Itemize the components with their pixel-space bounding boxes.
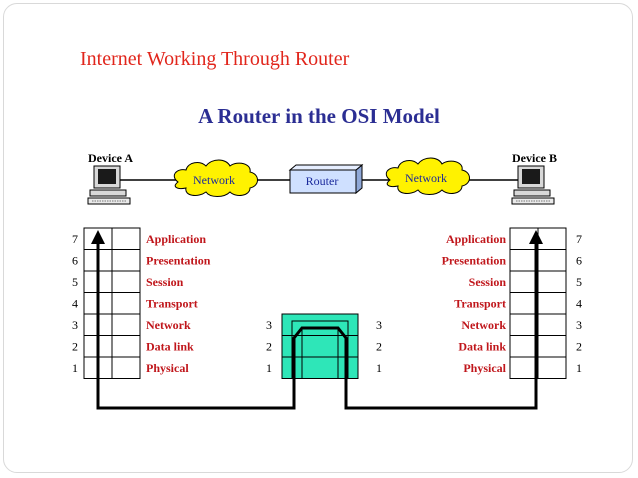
data-path-line xyxy=(96,240,538,410)
device-a-label: Device A xyxy=(88,151,133,165)
layer-number: 2 xyxy=(72,340,78,354)
device-b-label: Device B xyxy=(512,151,557,165)
layer-number: 5 xyxy=(72,275,78,289)
layer-number: 3 xyxy=(72,318,78,332)
layer-name: Network xyxy=(461,318,506,332)
layer-name: Data link xyxy=(458,340,506,354)
layer-number: 5 xyxy=(576,275,582,289)
layer-name: Application xyxy=(446,232,506,246)
layer-number: 3 xyxy=(576,318,582,332)
layer-name: Session xyxy=(469,275,507,289)
layer-name: Session xyxy=(146,275,184,289)
router-layer-cell xyxy=(281,313,359,336)
router-layer-number-left: 2 xyxy=(266,340,272,354)
layer-name: Application xyxy=(146,232,206,246)
router-layer-number-right: 3 xyxy=(376,318,382,332)
layer-name: Physical xyxy=(146,361,189,375)
layer-number: 7 xyxy=(576,232,582,246)
up-arrow-left xyxy=(91,230,105,244)
layer-name: Network xyxy=(146,318,191,332)
router-layer-number-left: 1 xyxy=(266,361,272,375)
layer-name: Presentation xyxy=(442,254,507,268)
network-left-label: Network xyxy=(193,173,235,187)
router-label: Router xyxy=(306,174,339,188)
layer-name: Transport xyxy=(146,297,198,311)
layer-name: Data link xyxy=(146,340,194,354)
layer-number: 6 xyxy=(72,254,78,268)
layer-number: 6 xyxy=(576,254,582,268)
network-right-label: Network xyxy=(405,171,447,185)
layer-number: 2 xyxy=(576,340,582,354)
up-arrow-right xyxy=(529,230,543,244)
layer-name: Physical xyxy=(463,361,506,375)
computer-icon xyxy=(87,165,131,205)
router-arch-line xyxy=(291,320,349,379)
cloud-shape: Network xyxy=(385,157,470,195)
router-box: Router xyxy=(288,163,364,195)
router-layer-cell xyxy=(281,356,359,379)
computer-icon xyxy=(511,165,555,205)
left-osi-stack: 7 Application 6 Presentation 5 Session 4 Transp… xyxy=(72,227,211,379)
layer-number: 1 xyxy=(576,361,582,375)
router-layer-number-left: 3 xyxy=(266,318,272,332)
figure-title: A Router in the OSI Model xyxy=(198,104,440,128)
right-osi-stack: 7 Application 6 Presentation 5 Session 4 Transp… xyxy=(442,227,582,379)
router-layer-number-right: 2 xyxy=(376,340,382,354)
layer-name: Transport xyxy=(454,297,506,311)
slide-title: Internet Working Through Router xyxy=(80,48,350,70)
layer-name: Presentation xyxy=(146,254,211,268)
layer-number: 4 xyxy=(72,297,78,311)
layer-number: 1 xyxy=(72,361,78,375)
cloud-shape: Network xyxy=(173,159,258,197)
router-layer-number-right: 1 xyxy=(376,361,382,375)
layer-number: 7 xyxy=(72,232,78,246)
layer-number: 4 xyxy=(576,297,582,311)
router-osi-stack: 3 3 2 2 1 1 xyxy=(266,313,382,379)
